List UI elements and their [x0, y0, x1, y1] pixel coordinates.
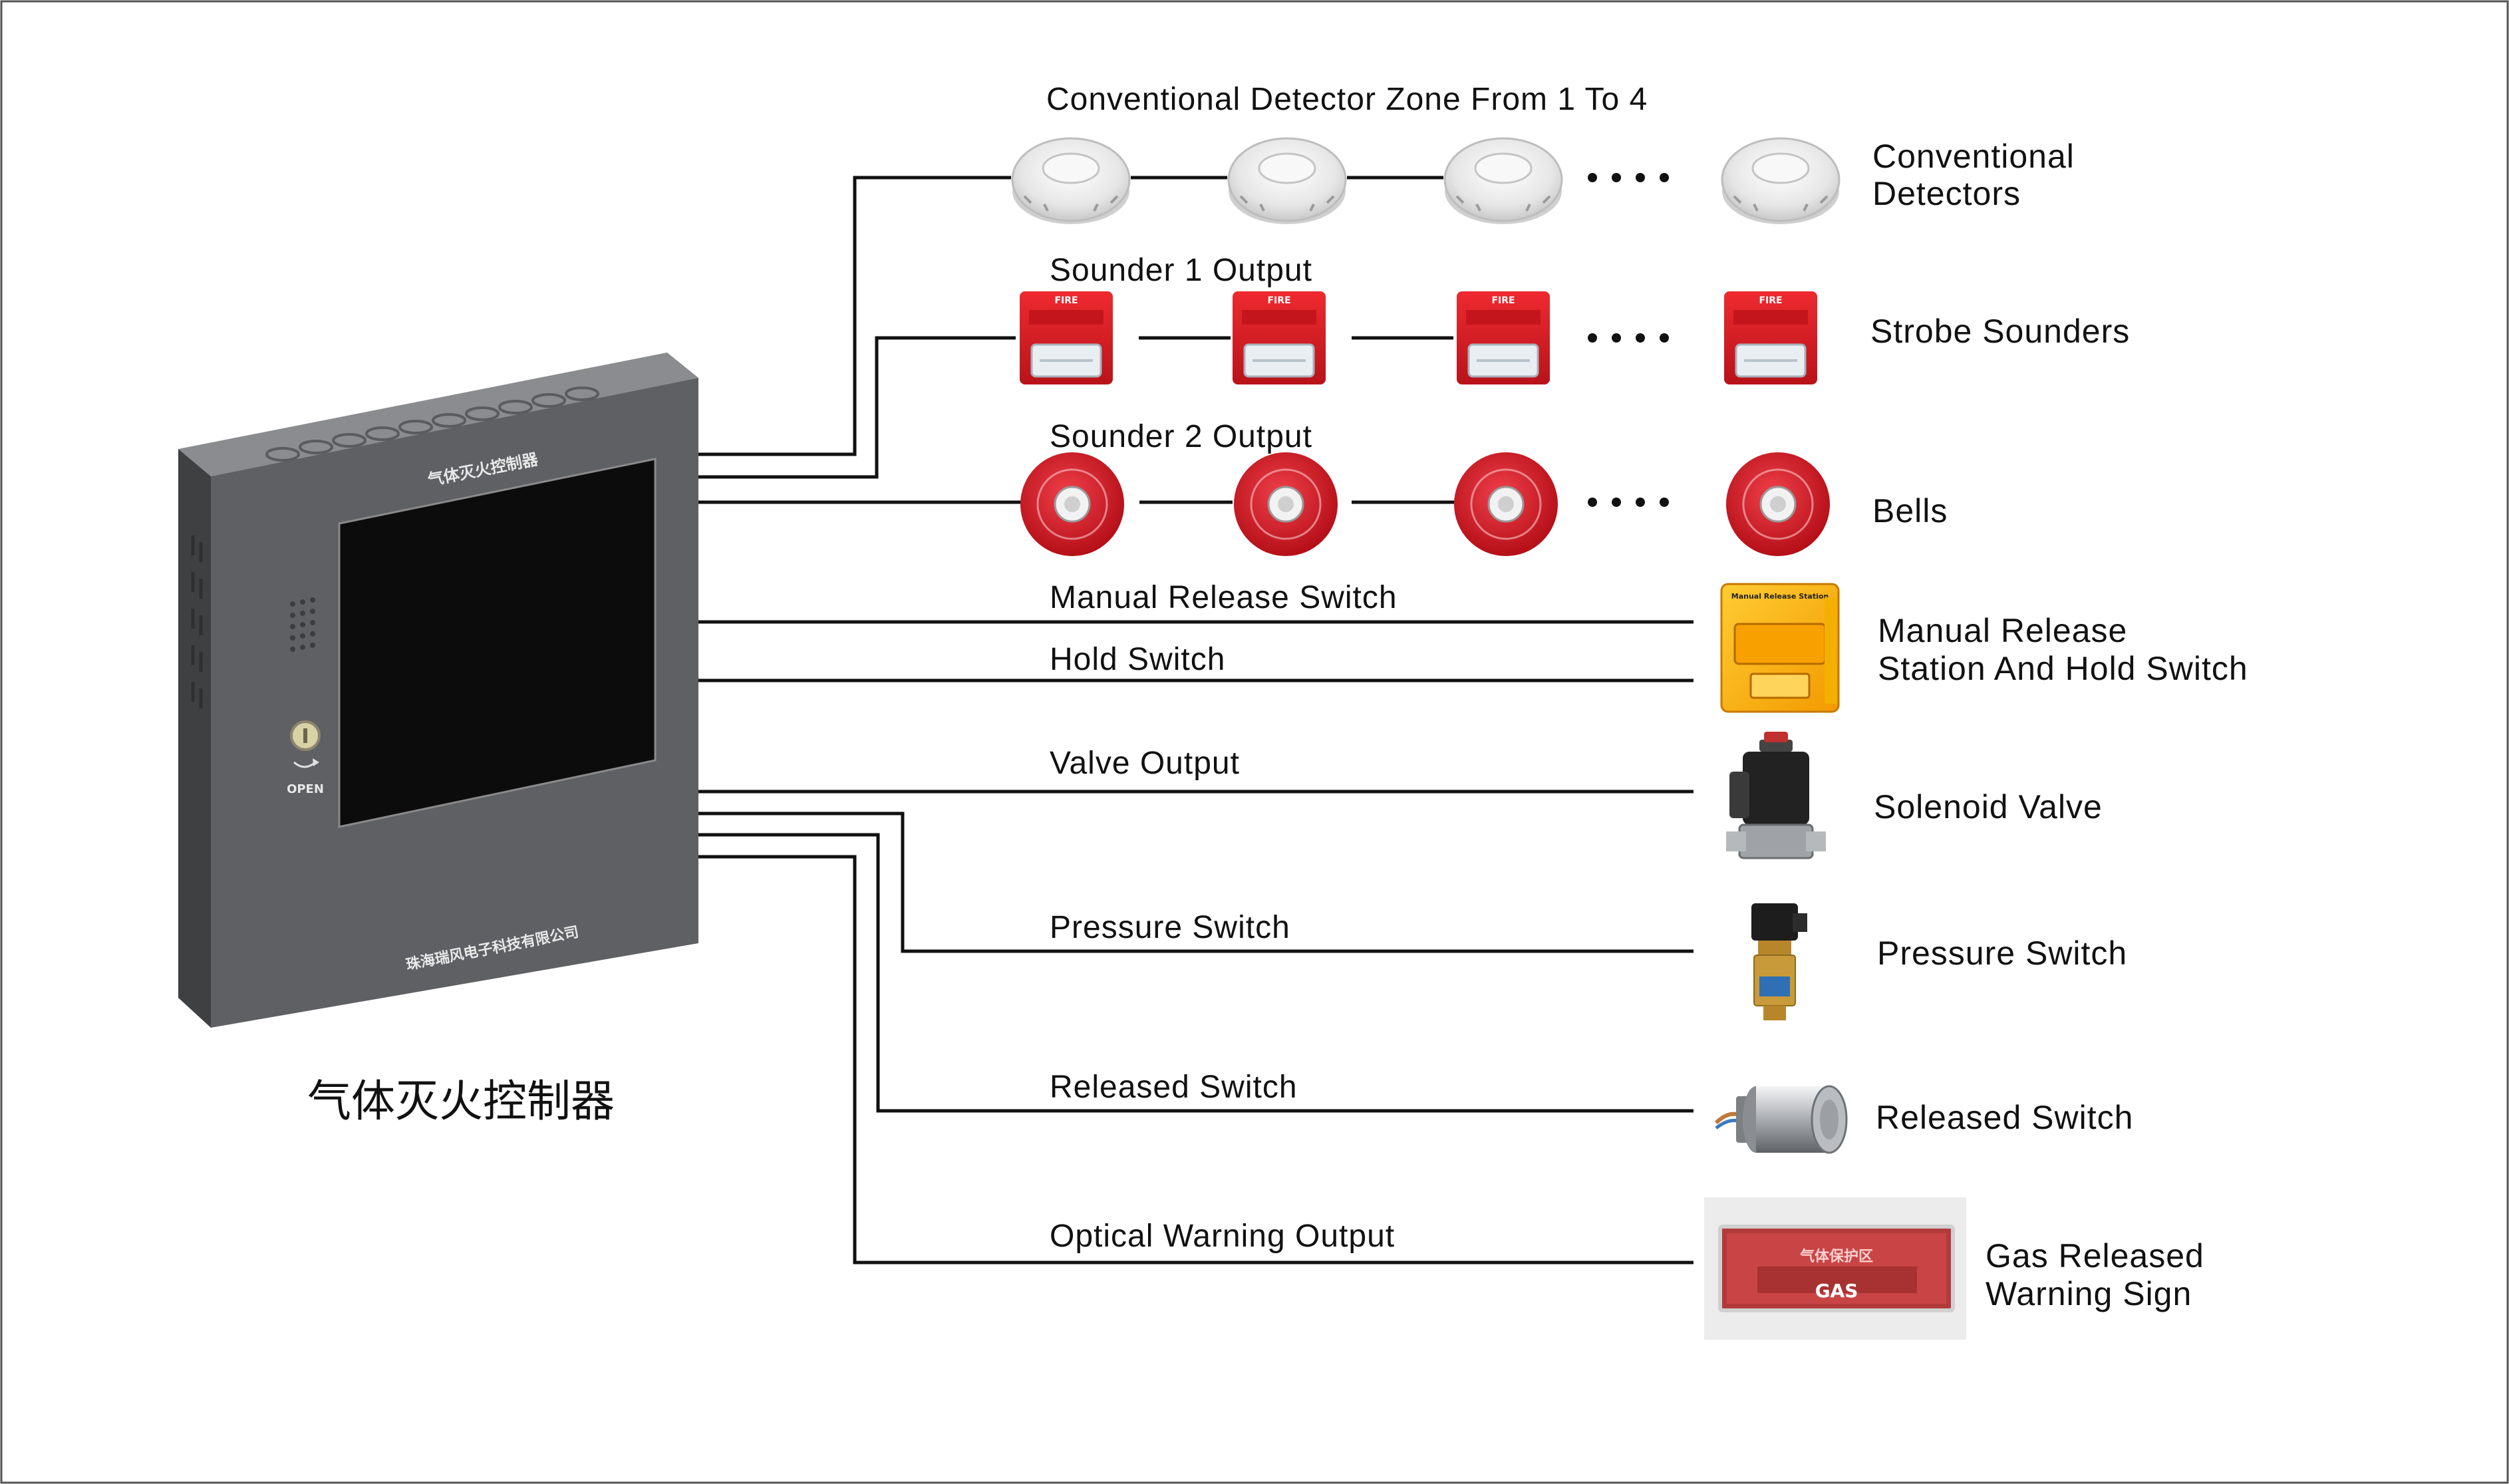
svg-text:GAS: GAS — [1815, 1280, 1858, 1302]
device-label-strobe-sounders: Strobe Sounders — [1870, 313, 2130, 350]
detector-icons — [1011, 137, 1841, 224]
label-sounder1-output: Sounder 1 Output — [1050, 253, 1312, 288]
continuation-dots — [1588, 173, 1669, 507]
strobe-sounder-icon: FIRE — [1233, 291, 1326, 384]
smoke-detector-icon — [1443, 137, 1563, 224]
svg-text:Manual Release Station: Manual Release Station — [1731, 592, 1829, 601]
wire-sounder1 — [698, 336, 1016, 479]
pressure-switch-icon — [1751, 903, 1807, 1020]
strobe-sounder-icon: FIRE — [1724, 291, 1817, 384]
bell-icon — [1454, 452, 1558, 556]
svg-text:气体保护区: 气体保护区 — [1799, 1248, 1873, 1265]
speaker-grille — [290, 597, 315, 652]
released-switch-icon — [1714, 1085, 1848, 1154]
bell-icon — [1234, 452, 1338, 556]
device-label-pressure-switch: Pressure Switch — [1877, 935, 2127, 972]
strobe-sounder-icon: FIRE — [1457, 291, 1550, 384]
wire-released — [698, 833, 1694, 1113]
smoke-detector-icon — [1721, 137, 1841, 224]
svg-text:FIRE: FIRE — [1054, 295, 1078, 306]
bell-icon — [1020, 452, 1124, 556]
svg-text:FIRE: FIRE — [1491, 295, 1515, 306]
wiring — [698, 176, 1694, 1264]
label-released-switch: Released Switch — [1050, 1070, 1298, 1105]
label-conventional-zone: Conventional Detector Zone From 1 To 4 — [1046, 82, 1648, 117]
strobe-sounder-icon: FIRE — [1020, 291, 1113, 384]
solenoid-valve-icon — [1726, 732, 1826, 859]
wire-pressure — [698, 812, 1694, 953]
device-label-gas-sign-line2: Warning Sign — [1986, 1275, 2192, 1312]
svg-text:FIRE: FIRE — [1267, 295, 1290, 306]
svg-text:FIRE: FIRE — [1759, 295, 1782, 306]
smoke-detector-icon — [1227, 137, 1347, 224]
output-labels: Conventional Detector Zone From 1 To 4 S… — [1046, 82, 1648, 1254]
wire-detector-zone — [698, 176, 1011, 456]
label-hold-switch: Hold Switch — [1050, 642, 1225, 677]
controller-caption: 气体灭火控制器 — [307, 1076, 615, 1127]
device-label-manual-station-line1: Manual Release — [1878, 612, 2127, 649]
controller-cabinet: OPEN 气体灭火控制器 珠海瑞风电子科技有限公司 — [178, 353, 698, 1028]
device-labels: Conventional Detectors Strobe Sounders B… — [1870, 138, 2248, 1312]
manual-release-station-icon: Manual Release Station — [1720, 583, 1840, 713]
device-label-manual-station-line2: Station And Hold Switch — [1878, 650, 2248, 687]
panel-screen — [338, 458, 657, 828]
key-label: OPEN — [287, 782, 324, 796]
label-sounder2-output: Sounder 2 Output — [1050, 419, 1312, 454]
device-label-gas-sign-line1: Gas Released — [1986, 1237, 2204, 1274]
smoke-detector-icon — [1011, 137, 1131, 224]
label-valve-output: Valve Output — [1050, 746, 1240, 781]
device-label-detectors-line1: Conventional — [1872, 138, 2075, 175]
label-manual-release-switch: Manual Release Switch — [1050, 580, 1398, 615]
device-label-bells: Bells — [1872, 492, 1948, 529]
device-label-released-switch: Released Switch — [1876, 1099, 2133, 1136]
cabinet-side — [178, 449, 211, 1028]
device-label-solenoid-valve: Solenoid Valve — [1874, 788, 2103, 825]
wire-optical — [698, 855, 1694, 1264]
gas-warning-sign-icon: 气体保护区 GAS — [1704, 1197, 1966, 1340]
strobe-sounder-icons: FIRE FIRE FIRE FIRE — [1020, 291, 1817, 384]
label-optical-warning: Optical Warning Output — [1050, 1219, 1395, 1254]
bell-icons — [1020, 452, 1830, 556]
bell-icon — [1726, 452, 1830, 556]
label-pressure-switch: Pressure Switch — [1050, 910, 1290, 945]
device-label-detectors-line2: Detectors — [1872, 175, 2021, 212]
cabinet-top — [178, 353, 698, 476]
